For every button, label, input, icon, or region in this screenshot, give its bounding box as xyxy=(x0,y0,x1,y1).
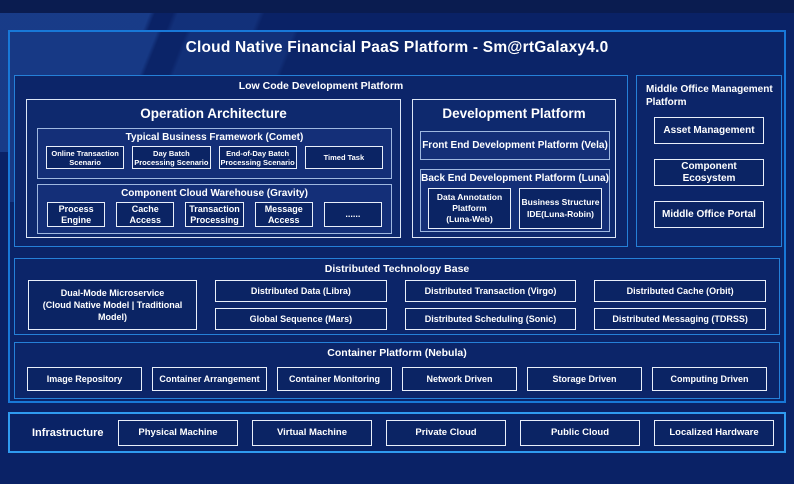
distributed-technology-base-label: Distributed Technology Base xyxy=(324,263,470,275)
node-private-cloud: Private Cloud xyxy=(386,419,506,446)
node-front-end-development-platform: Front End Development Platform (Vela) xyxy=(420,131,610,160)
node-business-structure-ide: Business Structure IDE(Luna-Robin) xyxy=(519,188,602,229)
node-storage-driven: Storage Driven xyxy=(527,367,642,391)
back-end-development-platform-panel: Back End Development Platform (Luna) Dat… xyxy=(420,169,610,232)
node-end-of-day-batch-processing-scenario: End-of-Day Batch Processing Scenario xyxy=(218,146,297,169)
typical-business-framework-panel: Typical Business Framework (Comet) Onlin… xyxy=(37,128,392,179)
top-bar xyxy=(0,0,794,13)
back-end-items-row: Data Annotation Platform (Luna-Web) Busi… xyxy=(421,184,609,229)
back-end-development-platform-title: Back End Development Platform (Luna) xyxy=(421,173,609,184)
page-title: Cloud Native Financial PaaS Platform - S… xyxy=(185,39,609,56)
middle-office-label-line1: Middle Office Management xyxy=(646,84,773,95)
node-line: Dual-Mode Microservice xyxy=(60,287,165,298)
node-network-driven: Network Driven xyxy=(402,367,517,391)
node-line: (Cloud Native Model | Traditional Model) xyxy=(42,299,183,323)
node-component-ecosystem: Component Ecosystem xyxy=(654,159,764,186)
node-asset-management: Asset Management xyxy=(654,117,764,144)
distributed-column-3: Distributed Cache (Orbit) Distributed Me… xyxy=(594,280,767,330)
low-code-platform-label: Low Code Development Platform xyxy=(238,80,404,92)
typical-business-framework-title: Typical Business Framework (Comet) xyxy=(125,132,304,143)
middle-office-items: Asset Management Component Ecosystem Mid… xyxy=(654,117,764,228)
node-public-cloud: Public Cloud xyxy=(520,419,640,446)
middle-office-panel: Middle Office Management Platform Asset … xyxy=(636,75,782,247)
infrastructure-label: Infrastructure xyxy=(32,426,104,439)
node-image-repository: Image Repository xyxy=(27,367,142,391)
node-transaction-processing: Transaction Processing xyxy=(185,202,244,227)
node-distributed-messaging: Distributed Messaging (TDRSS) xyxy=(594,308,767,330)
main-panel: Cloud Native Financial PaaS Platform - S… xyxy=(8,30,786,403)
component-cloud-warehouse-title: Component Cloud Warehouse (Gravity) xyxy=(121,188,308,199)
middle-office-label-line2: Platform xyxy=(646,97,687,108)
node-data-annotation-platform: Data Annotation Platform (Luna-Web) xyxy=(428,188,511,229)
container-platform-panel: Container Platform (Nebula) Image Reposi… xyxy=(14,342,780,399)
operation-architecture-panel: Operation Architecture Typical Business … xyxy=(26,99,401,238)
node-distributed-scheduling: Distributed Scheduling (Sonic) xyxy=(404,308,577,330)
node-physical-machine: Physical Machine xyxy=(118,419,238,446)
node-container-arrangement: Container Arrangement xyxy=(152,367,267,391)
development-platform-title: Development Platform xyxy=(442,106,586,121)
node-online-transaction-scenario: Online Transaction Scenario xyxy=(46,146,125,169)
node-distributed-data: Distributed Data (Libra) xyxy=(215,280,387,302)
middle-office-label: Middle Office Management Platform xyxy=(646,83,781,109)
node-line: Data Annotation Platform xyxy=(436,191,503,213)
node-container-monitoring: Container Monitoring xyxy=(277,367,392,391)
node-line: (Luna-Web) xyxy=(446,214,493,225)
node-virtual-machine: Virtual Machine xyxy=(252,419,372,446)
comet-items-row: Online Transaction Scenario Day Batch Pr… xyxy=(38,143,391,169)
node-line: IDE(Luna-Robin) xyxy=(526,208,595,219)
node-timed-task: Timed Task xyxy=(304,146,383,169)
distributed-items-row: Dual-Mode Microservice (Cloud Native Mod… xyxy=(28,280,767,330)
node-localized-hardware: Localized Hardware xyxy=(654,419,774,446)
node-global-sequence: Global Sequence (Mars) xyxy=(215,308,387,330)
node-dual-mode-microservice: Dual-Mode Microservice (Cloud Native Mod… xyxy=(28,280,197,330)
node-distributed-cache: Distributed Cache (Orbit) xyxy=(594,280,767,302)
node-computing-driven: Computing Driven xyxy=(652,367,767,391)
node-message-access: Message Access xyxy=(254,202,313,227)
node-ellipsis: ...... xyxy=(323,202,383,227)
node-cache-access: Cache Access xyxy=(116,202,175,227)
development-platform-panel: Development Platform Front End Developme… xyxy=(412,99,616,238)
infrastructure-panel: Infrastructure Physical Machine Virtual … xyxy=(8,412,786,453)
distributed-technology-base-panel: Distributed Technology Base Dual-Mode Mi… xyxy=(14,258,780,335)
node-distributed-transaction: Distributed Transaction (Virgo) xyxy=(404,280,577,302)
container-platform-label: Container Platform (Nebula) xyxy=(327,347,467,359)
component-cloud-warehouse-panel: Component Cloud Warehouse (Gravity) Proc… xyxy=(37,184,392,234)
node-day-batch-processing-scenario: Day Batch Processing Scenario xyxy=(132,146,211,169)
distributed-column-2: Distributed Transaction (Virgo) Distribu… xyxy=(404,280,577,330)
gravity-items-row: Process Engine Cache Access Transaction … xyxy=(38,199,391,227)
distributed-column-1: Distributed Data (Libra) Global Sequence… xyxy=(215,280,387,330)
node-process-engine: Process Engine xyxy=(47,202,106,227)
node-line: Business Structure xyxy=(521,197,600,208)
operation-architecture-title: Operation Architecture xyxy=(140,106,287,121)
low-code-platform-panel: Low Code Development Platform Operation … xyxy=(14,75,628,247)
container-platform-items-row: Image Repository Container Arrangement C… xyxy=(27,367,767,391)
node-middle-office-portal: Middle Office Portal xyxy=(654,201,764,228)
